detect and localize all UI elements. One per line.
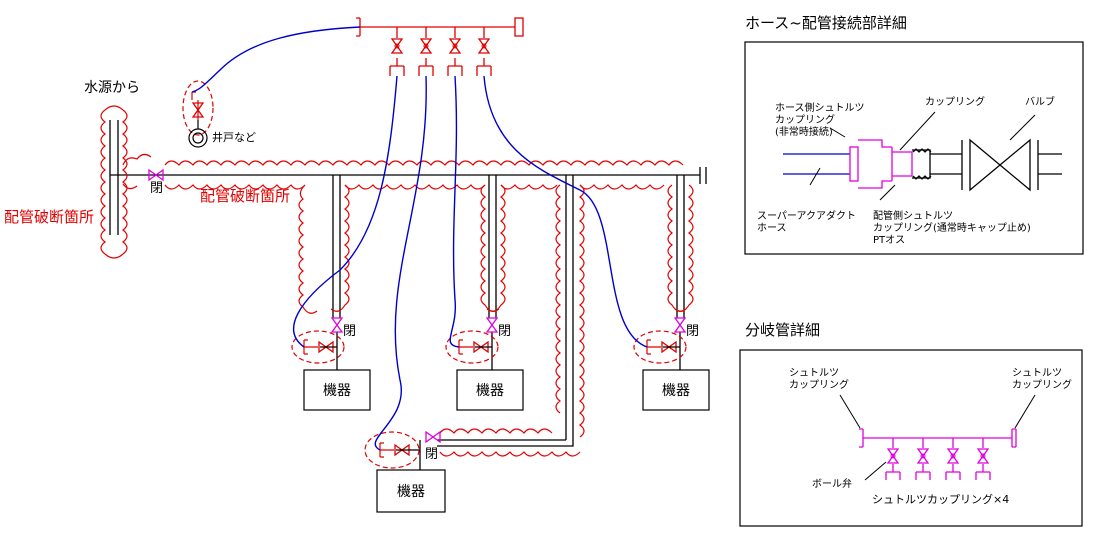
detail-hose-frame: [744, 41, 1084, 255]
manifold-ball-valves: [391, 38, 490, 54]
storz-x4-label: シュトルツカップリング×4: [872, 492, 1009, 506]
detail-branch-drawing: [859, 428, 1017, 480]
hose-side-coupling-label-2: カップリング: [775, 113, 835, 126]
pipe-break-cloud: [100, 105, 694, 457]
closed-label: 閉: [498, 324, 511, 339]
detail-hose-title: ホース~配管接続部詳細: [745, 14, 907, 32]
detail-hose-drawing: [783, 111, 1062, 201]
equipment-box-4: 機器: [376, 469, 446, 513]
closed-label: 閉: [686, 324, 699, 339]
storz-left-label-2: カップリング: [789, 378, 849, 391]
detail-branch-frame: [739, 349, 1083, 527]
super-aqua-label-2: ホース: [757, 222, 787, 234]
branch-leader-lines: [839, 394, 1036, 481]
pipe-break-label-left: 配管破断箇所: [4, 208, 94, 226]
blue-hoses: [191, 26, 648, 451]
closed-label: 閉: [425, 447, 438, 462]
coupling-label: カップリング: [925, 95, 985, 108]
branch-ball-valves: [887, 448, 989, 464]
closed-label: 閉: [150, 181, 163, 196]
branch-manifold: [356, 17, 524, 76]
detail-branch-title: 分岐管詳細: [745, 321, 820, 339]
storz-right-label-1: シュトルツ: [1012, 368, 1062, 379]
water-source-label: 水源から: [84, 80, 140, 96]
closed-valve-branch-1: [331, 317, 343, 333]
hose-side-coupling-label-3: (非常時接続): [775, 125, 833, 138]
equipment-label: 機器: [662, 383, 690, 399]
equipment-label: 機器: [476, 383, 504, 399]
pipe-side-label-1: 配管側シュトルツ: [873, 209, 953, 222]
ball-valve-label: ボール弁: [812, 477, 852, 490]
equipment-box-1: 機器: [303, 369, 371, 411]
valve-label: バルブ: [1025, 95, 1055, 108]
equipment-label: 機器: [323, 383, 351, 399]
equipment-label: 機器: [397, 484, 425, 500]
pipe-side-label-2: カップリング(通常時キャップ止め): [873, 221, 1031, 234]
equipment-box-3: 機器: [642, 369, 710, 411]
main-header-pipe: [109, 120, 707, 470]
pipe-break-label-center: 配管破断箇所: [200, 187, 290, 205]
well: [188, 91, 208, 148]
storz-right-label-2: カップリング: [1012, 378, 1072, 391]
highlight-ellipses: [182, 80, 687, 469]
closed-valve-branch-2: [486, 317, 498, 333]
closed-label: 閉: [343, 324, 356, 339]
hose-side-coupling-label-1: ホース側シュトルツ: [775, 101, 865, 114]
equipment-box-2: 機器: [456, 369, 524, 411]
storz-left-label-1: シュトルツ: [789, 368, 839, 379]
well-label: 井戸など: [212, 130, 256, 144]
super-aqua-label-1: スーパーアクアダクト: [757, 209, 856, 222]
closed-valve-branch-3: [425, 431, 441, 443]
pipe-side-label-3: PTオス: [873, 234, 905, 246]
closed-valve-branch-4: [674, 317, 686, 333]
